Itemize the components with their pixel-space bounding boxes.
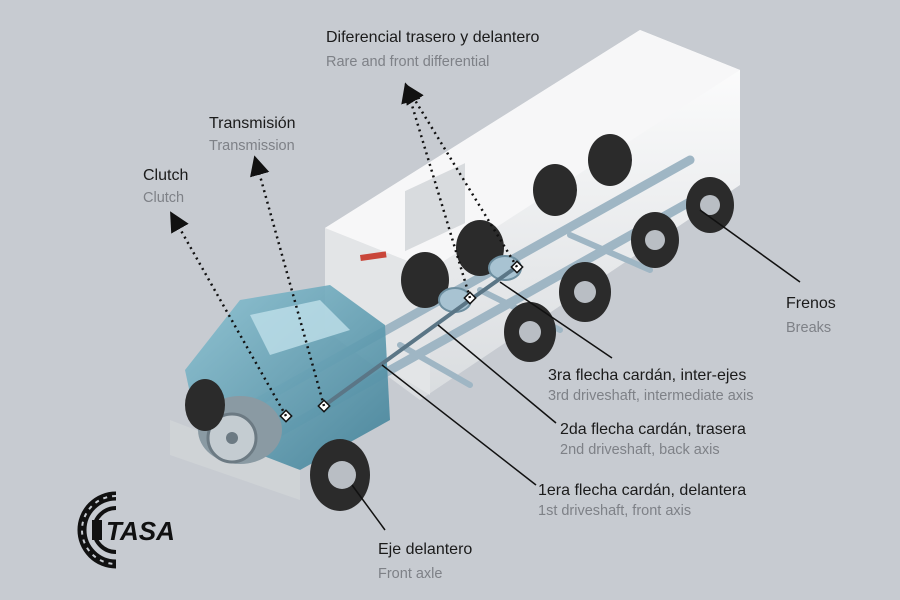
- driveshafts: [323, 266, 517, 407]
- label-brakes-es: Frenos: [786, 295, 836, 312]
- label-driveshaft-1-es: 1era flecha cardán, delantera: [538, 482, 747, 499]
- label-brakes-en: Breaks: [786, 320, 832, 336]
- label-driveshaft-2-es: 2da flecha cardán, trasera: [560, 421, 746, 438]
- engine: [198, 396, 282, 464]
- trailer-wheels: [533, 134, 734, 268]
- dotted-leaders: [170, 82, 519, 417]
- label-driveshaft-1: 1era flecha cardán, delantera 1st drives…: [538, 481, 746, 521]
- label-driveshaft-2-en: 2nd driveshaft, back axis: [560, 442, 720, 458]
- label-driveshaft-1-en: 1st driveshaft, front axis: [538, 503, 692, 519]
- label-driveshaft-2: 2da flecha cardán, trasera 2nd driveshaf…: [560, 420, 746, 460]
- label-differential: Diferencial trasero y delantero Rare and…: [326, 28, 539, 72]
- label-driveshaft-3: 3ra flecha cardán, inter-ejes 3rd drives…: [548, 366, 754, 406]
- front-wheels: [185, 379, 370, 511]
- label-driveshaft-3-en: 3rd driveshaft, intermediate axis: [548, 388, 754, 404]
- label-driveshaft-3-es: 3ra flecha cardán, inter-ejes: [548, 367, 747, 384]
- solid-leaders: [351, 209, 801, 531]
- label-differential-en: Rare and front differential: [326, 54, 490, 70]
- label-clutch-en: Clutch: [143, 190, 185, 206]
- label-front-axle: Eje delantero Front axle: [378, 540, 472, 584]
- tire-emblem-icon: [77, 491, 117, 569]
- drive-wheels: [401, 220, 611, 362]
- label-clutch: Clutch Clutch: [143, 166, 188, 208]
- label-transmission: Transmisión Transmission: [209, 114, 296, 156]
- label-clutch-es: Clutch: [143, 167, 189, 184]
- label-front-axle-en: Front axle: [378, 566, 443, 582]
- tasa-logo: TASA: [77, 491, 175, 569]
- label-transmission-en: Transmission: [209, 138, 295, 154]
- label-brakes: Frenos Breaks: [786, 294, 836, 338]
- label-differential-es: Diferencial trasero y delantero: [326, 29, 540, 46]
- label-front-axle-es: Eje delantero: [378, 541, 473, 558]
- svg-text:TASA: TASA: [106, 516, 175, 546]
- label-transmission-es: Transmisión: [209, 115, 296, 132]
